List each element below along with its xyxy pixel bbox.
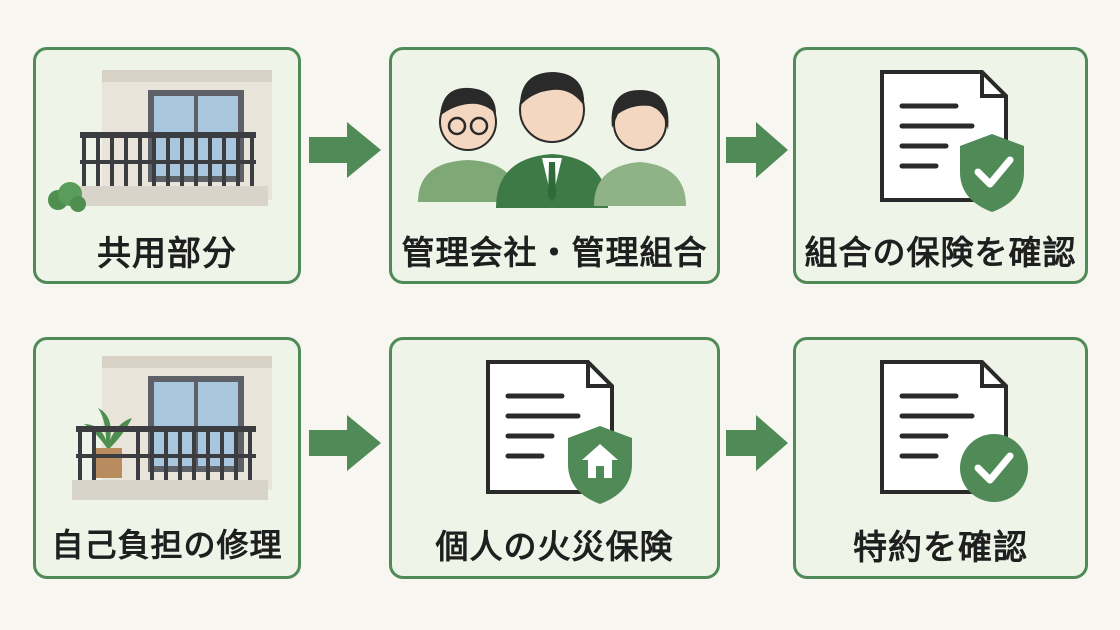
card-label: 組合の保険を確認 [804,233,1077,272]
card-check-association-insurance: 組合の保険を確認 [793,47,1088,284]
document-shield-house-icon [486,360,632,504]
card-label: 自己負担の修理 [51,526,283,564]
arrow-right-icon [726,122,788,178]
card-label: 個人の火災保険 [435,527,674,566]
document-check-icon [880,360,1028,502]
balcony-plant-icon [72,356,272,500]
people-group-icon [418,72,686,208]
card-label: 管理会社・管理組合 [401,233,708,272]
card-check-rider: 特約を確認 [793,337,1088,579]
card-common-area: 共用部分 [33,47,301,284]
arrow-right-icon [309,122,381,178]
arrow-right-icon [309,415,381,471]
card-label: 共用部分 [97,234,237,274]
arrow-right-icon [726,415,788,471]
card-label: 特約を確認 [853,528,1028,568]
card-self-repair: 自己負担の修理 [33,337,301,579]
card-personal-fire-insurance: 個人の火災保険 [389,337,720,579]
card-management: 管理会社・管理組合 [389,47,720,284]
balcony-icon [48,70,272,212]
document-shield-check-icon [880,70,1024,212]
